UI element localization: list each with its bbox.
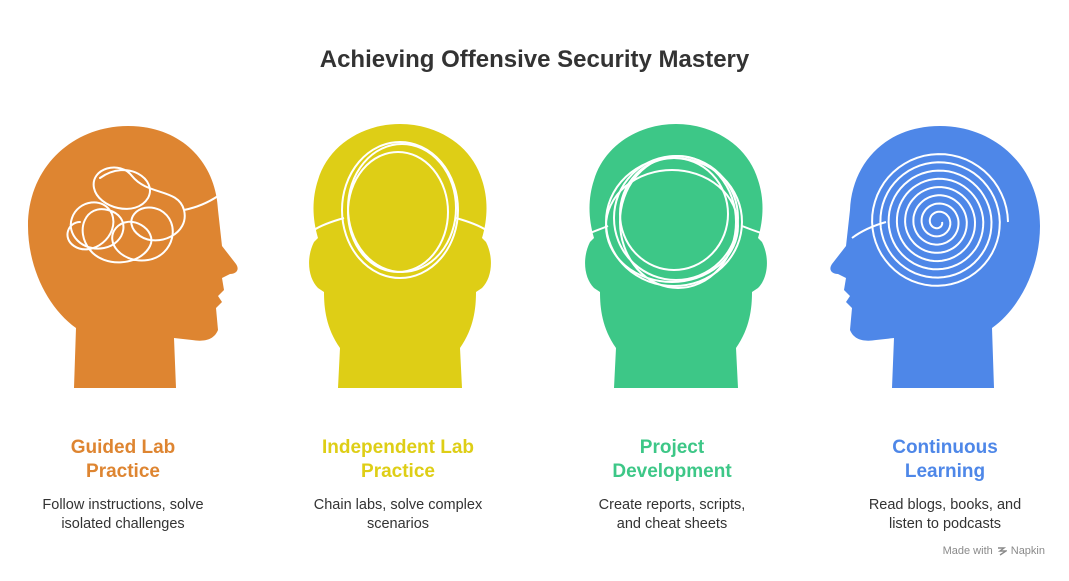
stage-4-desc-line-2: listen to podcasts <box>888 516 1002 532</box>
made-with-label: Made with <box>942 545 993 557</box>
stage-3-desc-line-2: and cheat sheets <box>616 516 728 532</box>
napkin-brand-label: Napkin <box>1010 545 1045 557</box>
stage-2-title-line-2: Practice <box>361 461 435 482</box>
stage-4-title-line-2: Learning <box>904 461 986 482</box>
diagram-title: Achieving Offensive Security Mastery <box>319 46 750 73</box>
stage-4-desc-line-1: Read blogs, books, and <box>868 497 1022 513</box>
stage-1-desc-line-1: Follow instructions, solve <box>42 497 204 513</box>
napkin-attribution[interactable]: Made with Napkin <box>943 545 1045 557</box>
stage-3-title-line-1: Project <box>639 437 705 458</box>
stage-4-head-shape <box>830 126 1040 388</box>
stage-1-title-line-1: Guided Lab <box>70 437 176 458</box>
napkin-logo-icon <box>997 547 1007 556</box>
stage-2-title-line-1: Independent Lab <box>322 437 474 458</box>
stage-4-title-line-1: Continuous <box>892 437 998 458</box>
stage-2-title: Independent Lab Practice <box>283 436 513 484</box>
stage-2-desc-line-1: Chain labs, solve complex <box>313 497 483 513</box>
stage-3-desc-line-1: Create reports, scripts, <box>598 497 746 513</box>
stage-3-head-shape <box>585 124 767 388</box>
stage-1-head-icon <box>8 118 238 390</box>
stage-4-description: Read blogs, books, and listen to podcast… <box>830 496 1060 534</box>
stage-2-description: Chain labs, solve complex scenarios <box>283 496 513 534</box>
stage-4-head-icon <box>830 118 1060 390</box>
stage-2-head-shape <box>309 124 491 388</box>
stage-1-head-shape <box>28 126 238 388</box>
stage-3-title: Project Development <box>557 436 787 484</box>
stage-1-title: Guided Lab Practice <box>8 436 238 484</box>
stage-2-desc-line-2: scenarios <box>366 516 430 532</box>
stage-2-head-icon <box>286 118 516 390</box>
stage-3-title-line-2: Development <box>612 461 732 482</box>
stage-1-title-line-2: Practice <box>86 461 160 482</box>
stage-3-head-icon <box>562 118 792 390</box>
stage-3-description: Create reports, scripts, and cheat sheet… <box>557 496 787 534</box>
stage-1-desc-line-2: isolated challenges <box>61 516 185 532</box>
stage-4-title: Continuous Learning <box>830 436 1060 484</box>
stage-1-description: Follow instructions, solve isolated chal… <box>8 496 238 534</box>
